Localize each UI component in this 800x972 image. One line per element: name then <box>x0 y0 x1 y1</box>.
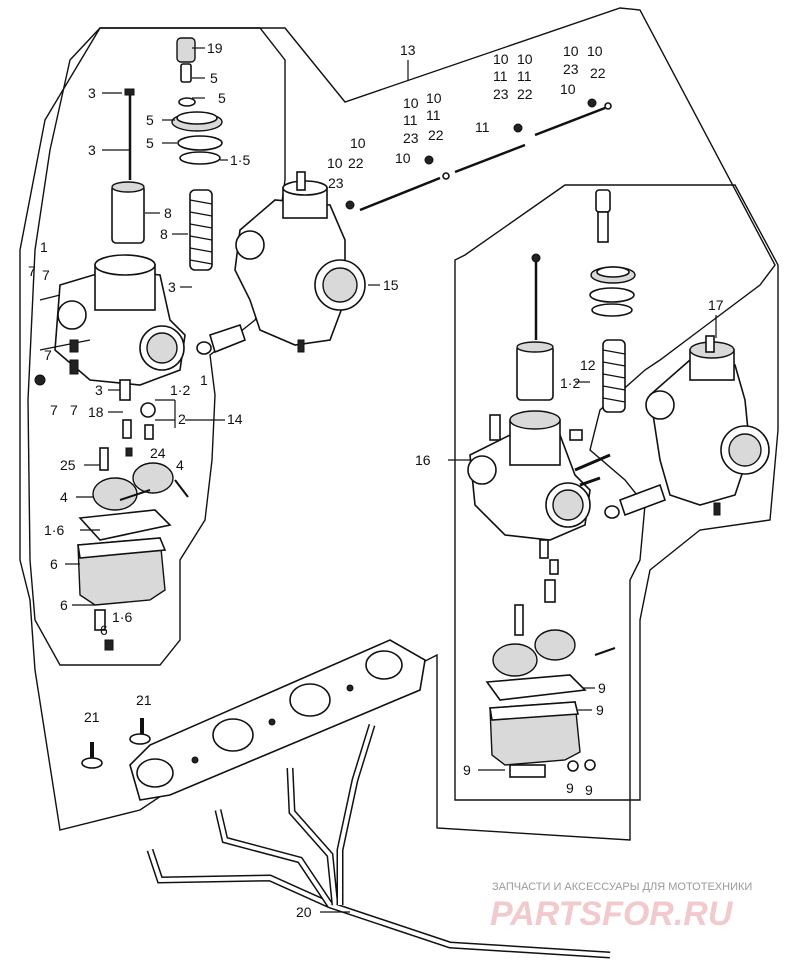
part-12-spring <box>602 339 626 413</box>
watermark-brand: PARTSFOR.RU <box>490 895 734 933</box>
callout-11: 11 <box>493 68 508 84</box>
callout-10: 10 <box>350 135 366 151</box>
callout-22: 22 <box>348 155 364 171</box>
callout-3: 3 <box>95 382 103 398</box>
callout-7: 7 <box>44 347 52 363</box>
callout-23: 23 <box>403 130 419 146</box>
callout-13: 13 <box>400 42 416 58</box>
callout-10: 10 <box>563 43 579 59</box>
callout-10: 10 <box>517 51 533 67</box>
callout-8: 8 <box>164 205 172 221</box>
callout-1: 1 <box>200 372 208 388</box>
callout-5: 5 <box>218 90 226 106</box>
callout-16: 16 <box>415 452 431 468</box>
callout-20: 20 <box>296 904 312 920</box>
callout-4: 4 <box>60 489 68 505</box>
callout-1-5: 1·5 <box>230 152 250 168</box>
callout-10: 10 <box>395 150 411 166</box>
leader-lines <box>65 47 717 913</box>
part-8-piston <box>111 184 145 244</box>
callout-22: 22 <box>428 127 444 143</box>
callout-2: 2 <box>178 411 186 427</box>
callout-7: 7 <box>70 402 78 418</box>
callout-15: 15 <box>383 277 399 293</box>
callout-1-6: 1·6 <box>112 609 132 625</box>
callout-9: 9 <box>585 782 593 798</box>
callout-4: 4 <box>176 457 184 473</box>
part-20-drain-hoses <box>146 723 611 959</box>
callout-11: 11 <box>426 107 441 123</box>
callout-6: 6 <box>60 597 68 613</box>
callout-1-2: 1·2 <box>170 382 190 398</box>
part-19-cap <box>176 37 196 63</box>
callout-10: 10 <box>327 155 343 171</box>
callout-18: 18 <box>88 404 104 420</box>
callout-6: 6 <box>50 556 58 572</box>
callout-9: 9 <box>596 702 604 718</box>
callout-7: 7 <box>42 267 50 283</box>
callout-3: 3 <box>88 142 96 158</box>
callout-10: 10 <box>560 81 576 97</box>
part-21-screws <box>81 718 151 769</box>
callout-21: 21 <box>136 692 152 708</box>
callout-14: 14 <box>227 411 243 427</box>
part-8-spring <box>189 189 213 271</box>
callout-9: 9 <box>598 680 606 696</box>
part-4-float <box>92 462 174 511</box>
callout-22: 22 <box>517 86 533 102</box>
callout-labels: 19 5 5 5 5 1·5 3 3 8 8 3 1 7 7 7 7 7 3 1… <box>28 40 724 920</box>
callout-11: 11 <box>403 112 418 128</box>
callout-5: 5 <box>146 135 154 151</box>
callout-10: 10 <box>587 43 603 59</box>
callout-1-2: 1·2 <box>560 375 580 391</box>
callout-7: 7 <box>28 263 36 279</box>
callout-24: 24 <box>150 445 166 461</box>
callout-10: 10 <box>493 51 509 67</box>
intake-gasket-plate <box>129 639 426 801</box>
watermark-tagline: ЗАПЧАСТИ И АКСЕССУАРЫ ДЛЯ МОТОТЕХНИКИ <box>492 881 752 893</box>
callout-10: 10 <box>403 95 419 111</box>
callout-3: 3 <box>88 85 96 101</box>
callout-17: 17 <box>708 297 724 313</box>
callout-25: 25 <box>60 457 76 473</box>
callout-21: 21 <box>84 709 100 725</box>
left-carburetor-body <box>34 254 186 386</box>
part-12-piston <box>516 344 554 401</box>
callout-19: 19 <box>207 40 223 56</box>
right-carburetor <box>467 189 636 778</box>
callout-5: 5 <box>210 70 218 86</box>
part-17-carburetor-assembly <box>604 335 770 519</box>
callout-1-6: 1·6 <box>44 522 64 538</box>
middle-carburetor-assembly <box>196 171 366 355</box>
callout-23: 23 <box>563 61 579 77</box>
callout-5: 5 <box>146 112 154 128</box>
callout-22: 22 <box>590 65 606 81</box>
callout-10: 10 <box>426 90 442 106</box>
callout-11: 11 <box>517 68 532 84</box>
callout-23: 23 <box>493 86 509 102</box>
callout-3: 3 <box>168 279 176 295</box>
right-carburetor-group-outline <box>454 184 779 801</box>
throttle-cables <box>345 98 612 212</box>
callout-6: 6 <box>100 622 108 638</box>
callout-9: 9 <box>566 780 574 796</box>
callout-8: 8 <box>160 226 168 242</box>
callout-23: 23 <box>328 175 344 191</box>
left-carburetor <box>34 37 223 651</box>
left-carburetor-group-outline <box>19 7 776 841</box>
watermark: ЗАПЧАСТИ И АКСЕССУАРЫ ДЛЯ МОТОТЕХНИКИ PA… <box>490 881 752 933</box>
callout-1: 1 <box>40 239 48 255</box>
callout-9: 9 <box>463 762 471 778</box>
callout-12: 12 <box>580 357 596 373</box>
part-16-carburetor-body <box>467 410 611 541</box>
callout-7: 7 <box>50 402 58 418</box>
callout-11: 11 <box>475 119 490 135</box>
